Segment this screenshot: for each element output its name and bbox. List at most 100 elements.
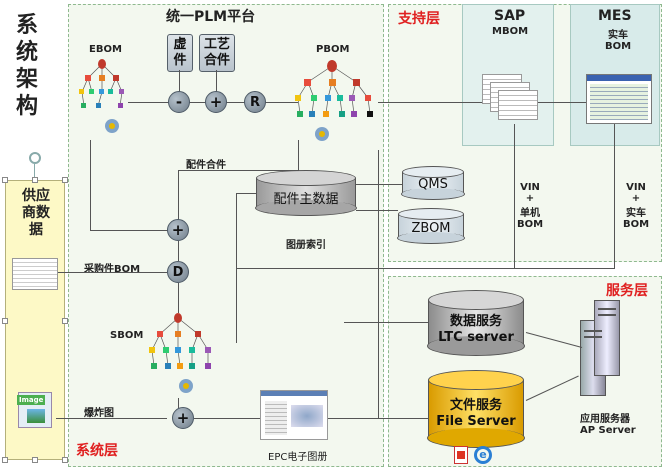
pdf-file-icon: [454, 446, 468, 464]
resize-handle[interactable]: [32, 177, 38, 183]
zbom-label: ZBOM: [411, 221, 451, 236]
pbom-to-sap-line: [378, 102, 482, 103]
resize-handle[interactable]: [62, 318, 68, 324]
ebom-down-line: [90, 140, 91, 230]
image-badge: Image: [17, 395, 46, 405]
zbom-db: ZBOM: [397, 208, 465, 246]
side-title-char: 构: [15, 94, 38, 119]
mes-subtitle: 实车 BOM: [605, 26, 631, 52]
side-title: 系 统 架 构: [14, 12, 40, 120]
rotate-handle-icon[interactable]: [29, 152, 41, 164]
data-service-line: 数据服务: [449, 314, 502, 329]
plus-operator-2: +: [167, 219, 189, 241]
catalog-index-label: 图册索引: [286, 240, 326, 251]
mes-subtitle-line: 实车: [608, 30, 629, 41]
vin-vehicle-bom-label: VIN + 实车 BOM: [622, 182, 650, 230]
vin-single-bom-label: VIN + 单机 BOM: [516, 182, 544, 230]
supplier-title: 供应 商数 据: [14, 188, 58, 239]
mes-down-line: [614, 124, 615, 268]
vin-line: +: [631, 193, 641, 204]
data-service-line: LTC server: [438, 330, 514, 345]
support-to-service-line: [480, 268, 615, 269]
process-assembly-line: 合件: [203, 53, 230, 68]
sap-down-line: [514, 124, 515, 268]
r-operator: R: [244, 91, 266, 113]
sbom-label: SBOM: [110, 330, 144, 341]
file-service-label: 文件服务 File Server: [428, 398, 524, 430]
process-assembly-line: 工艺: [203, 37, 230, 52]
resize-handle[interactable]: [2, 318, 8, 324]
supplier-title-line: 商数: [22, 205, 50, 221]
plus-to-d-line: [178, 241, 179, 261]
purchased-bom-spreadsheet-icon: [12, 258, 58, 290]
ebom-tree-icon: [79, 59, 124, 133]
resize-handle[interactable]: [2, 457, 8, 463]
side-title-char: 统: [15, 40, 38, 65]
master-to-qms-line: [356, 184, 402, 185]
resize-handle[interactable]: [2, 177, 8, 183]
resize-handle[interactable]: [62, 457, 68, 463]
ebom-to-plus-line: [90, 230, 170, 231]
parts-assembly-line: [178, 170, 298, 171]
vin-line: 单机: [520, 208, 540, 219]
d-to-sbom-line: [178, 283, 179, 313]
side-title-char: 架: [15, 67, 38, 92]
virtual-part-char: 虚: [173, 37, 187, 52]
plus-to-epc-line: [194, 418, 260, 419]
process-assembly-arrow: [216, 70, 217, 92]
system-layer-label: 系统层: [76, 443, 118, 459]
process-assembly-box: 工艺 合件: [199, 34, 235, 72]
d-operator: D: [167, 261, 189, 283]
vin-line: 实车: [626, 208, 646, 219]
epc-catalog-screen-icon: [260, 390, 328, 440]
plm-title: 统一PLM平台: [166, 9, 256, 25]
exploded-view-label: 爆炸图: [84, 408, 114, 419]
sap-subtitle: MBOM: [492, 26, 529, 37]
ebom-label: EBOM: [89, 44, 122, 55]
vin-line: BOM: [516, 219, 544, 230]
master-data-in-line: [236, 193, 256, 194]
parts-master-data-db: 配件主数据: [255, 170, 357, 216]
mes-screen-icon: [586, 74, 652, 124]
app-server-line: AP Server: [580, 425, 636, 436]
resize-handle[interactable]: [62, 177, 68, 183]
exploded-view-line: [56, 418, 167, 419]
purchased-bom-line: [58, 272, 167, 273]
app-server-line: 应用服务器: [580, 414, 630, 425]
app-server-icon: [580, 300, 622, 400]
parts-master-data-label: 配件主数据: [273, 192, 339, 207]
sbom-tree-icon: [149, 313, 211, 393]
vin-line: VIN: [520, 182, 540, 193]
assembly-down-line: [178, 170, 179, 220]
catalog-to-service-line: [236, 268, 480, 269]
rotate-handle-stem: [34, 164, 35, 177]
plus-operator-3: +: [172, 407, 194, 429]
pbom-down-line: [298, 140, 299, 171]
data-service-db: 数据服务 LTC server: [427, 290, 525, 356]
sbom-to-plus-line: [178, 398, 179, 408]
vin-line: VIN: [626, 182, 646, 193]
master-to-zbom-line: [356, 210, 398, 211]
plus-operator: +: [205, 91, 227, 113]
browser-e-icon: e: [474, 446, 492, 464]
qms-label: QMS: [418, 177, 448, 192]
service-layer-label: 服务层: [606, 283, 648, 299]
pbom-label: PBOM: [316, 44, 350, 55]
pbom-to-file-line: [378, 150, 379, 418]
qms-db: QMS: [401, 166, 465, 202]
file-service-db: 文件服务 File Server: [427, 370, 525, 450]
pbom-tree-icon: [295, 60, 373, 141]
mes-title: MES: [598, 8, 632, 24]
file-service-line: 文件服务: [449, 398, 502, 413]
epc-catalog-label: EPC电子图册: [268, 452, 328, 463]
sap-to-mes-line: [538, 102, 586, 103]
app-server-label: 应用服务器 AP Server: [580, 410, 636, 436]
resize-handle[interactable]: [32, 457, 38, 463]
virtual-part-box: 虚 件: [167, 34, 193, 72]
purchased-bom-label: 采购件BOM: [84, 264, 141, 275]
sbom-to-data-service-line: [344, 322, 428, 323]
epc-to-file-service-line: [328, 418, 428, 419]
data-service-label: 数据服务 LTC server: [428, 314, 524, 346]
vin-line: BOM: [622, 219, 650, 230]
minus-operator: -: [168, 91, 190, 113]
